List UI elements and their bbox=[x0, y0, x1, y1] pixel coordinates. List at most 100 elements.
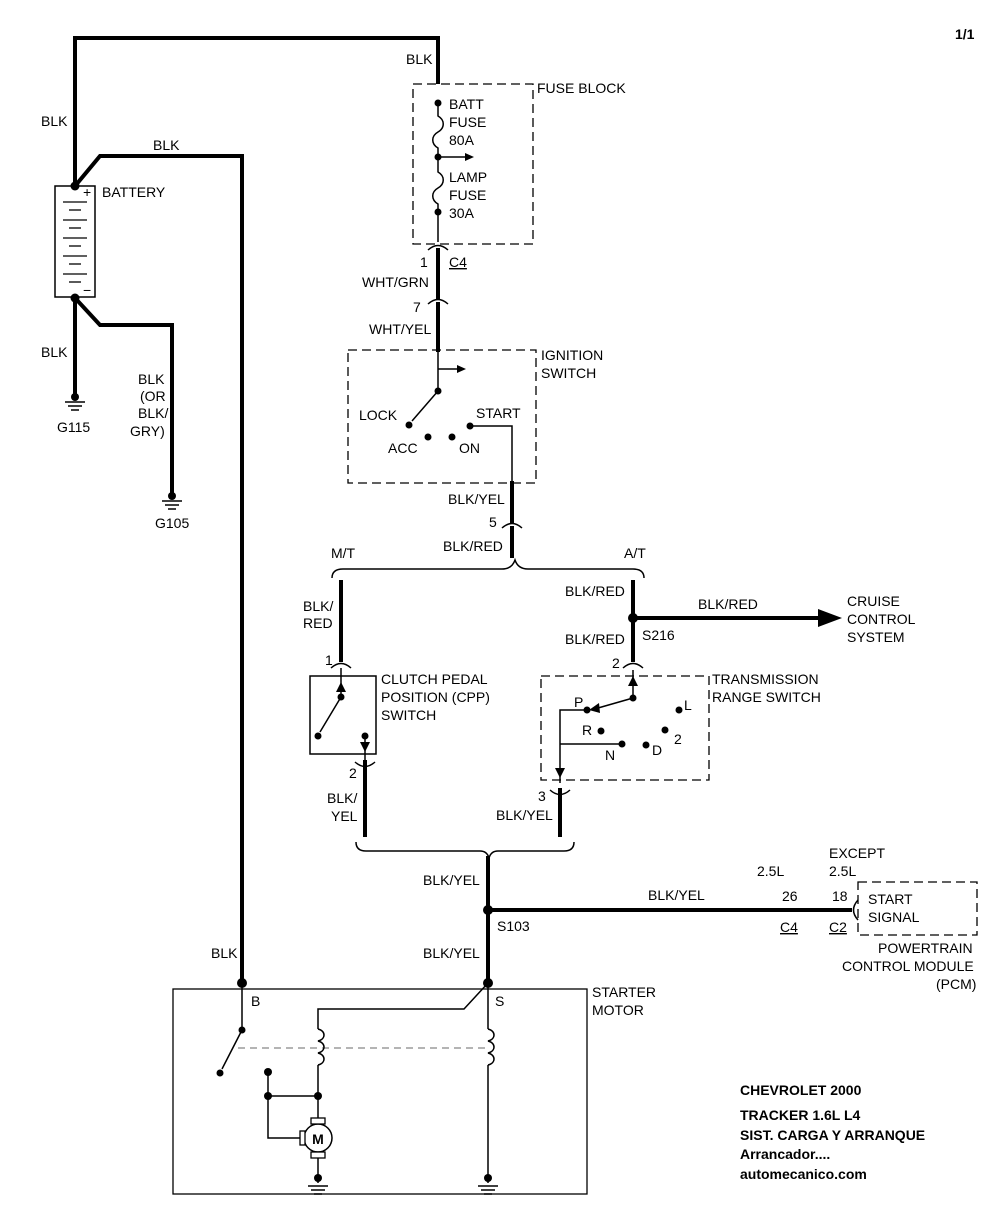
label-blk-red-at: BLK/RED bbox=[565, 583, 625, 599]
title-component: Arrancador.... bbox=[740, 1146, 830, 1162]
label-lamp-fuse-2: FUSE bbox=[449, 187, 486, 203]
label-conn-c2-pcm: C2 bbox=[829, 919, 847, 935]
label-batt-fuse-3: 80A bbox=[449, 132, 475, 148]
label-blk-red-main: BLK/RED bbox=[443, 538, 503, 554]
title-make: CHEVROLET 2000 bbox=[740, 1082, 862, 1098]
wire-battery-to-starter bbox=[72, 154, 244, 985]
label-l: L bbox=[684, 697, 692, 713]
label-start-signal-2: SIGNAL bbox=[868, 909, 920, 925]
label-r: R bbox=[582, 722, 592, 738]
fuse-block: BLK FUSE BLOCK BATT FUSE 80A LAMP FUSE 3… bbox=[406, 51, 626, 245]
connector-7-symbol bbox=[427, 298, 449, 305]
label-cpp-1: CLUTCH PEDAL bbox=[381, 671, 488, 687]
starter-motor-box bbox=[172, 988, 588, 1195]
wire-pull-in bbox=[317, 982, 489, 1029]
pcm-box bbox=[857, 881, 978, 936]
title-model: TRACKER 1.6L L4 bbox=[740, 1107, 861, 1123]
label-n: N bbox=[605, 747, 615, 763]
label-blk-yel-ign: BLK/YEL bbox=[448, 491, 505, 507]
motor-icon: M bbox=[299, 1117, 333, 1159]
label-lamp-fuse-1: LAMP bbox=[449, 169, 487, 185]
label-on: ON bbox=[459, 440, 480, 456]
label-wire-blk-g115: BLK bbox=[41, 344, 68, 360]
label-blk-red-cruise: BLK/RED bbox=[698, 596, 758, 612]
label-pin-26: 26 bbox=[782, 888, 798, 904]
label-start-signal-1: START bbox=[868, 891, 913, 907]
cpp-switch-arm bbox=[319, 696, 342, 733]
label-trs-1: TRANSMISSION bbox=[712, 671, 819, 687]
label-batt-fuse-1: BATT bbox=[449, 96, 484, 112]
label-wire-blk-top: BLK bbox=[406, 51, 433, 67]
label-pin-7: 7 bbox=[413, 299, 421, 315]
label-cpp-wire-2: RED bbox=[303, 615, 333, 631]
ignition-switch: IGNITION SWITCH LOCK START ACC ON bbox=[347, 347, 603, 484]
ignition-switch-arm bbox=[411, 390, 439, 422]
at-branch: BLK/RED BLK/RED CRUISE CONTROL SYSTEM S2… bbox=[565, 580, 916, 671]
label-g105-wire-2: (OR bbox=[140, 388, 166, 404]
pcm: 2.5L EXCEPT 2.5L 26 18 C4 C2 START SIGNA… bbox=[757, 845, 978, 992]
label-wht-grn: WHT/GRN bbox=[362, 274, 429, 290]
connector-5-symbol bbox=[501, 522, 523, 529]
label-cruise-1: CRUISE bbox=[847, 593, 900, 609]
label-blk-starter: BLK bbox=[211, 945, 238, 961]
starter-contact-arm bbox=[221, 1029, 243, 1070]
connector-cpp-1-symbol bbox=[330, 662, 352, 669]
label-trs-out: BLK/YEL bbox=[496, 807, 553, 823]
label-g105: G105 bbox=[155, 515, 189, 531]
label-lamp-fuse-3: 30A bbox=[449, 205, 475, 221]
mt-branch: BLK/ RED 1 CLUTCH PEDAL POSITION (CPP) S… bbox=[303, 580, 490, 837]
pull-in-coil-icon bbox=[317, 1028, 325, 1066]
page-marker: 1/1 bbox=[955, 26, 975, 42]
label-terminal-b: B bbox=[251, 993, 260, 1009]
wire-battery-to-fuse bbox=[73, 36, 440, 188]
starter-motor: B S STARTER MOTOR M bbox=[172, 978, 656, 1195]
label-batt-fuse-2: FUSE bbox=[449, 114, 486, 130]
title-block: CHEVROLET 2000 TRACKER 1.6L L4 SIST. CAR… bbox=[740, 1082, 925, 1182]
battery-minus: − bbox=[83, 282, 91, 298]
label-cruise-2: CONTROL bbox=[847, 611, 916, 627]
connector-trs-2-symbol bbox=[622, 662, 644, 669]
wire-ground-g105 bbox=[72, 295, 174, 496]
label-except-1: EXCEPT bbox=[829, 845, 885, 861]
label-two: 2 bbox=[674, 731, 682, 747]
label-fuse-block: FUSE BLOCK bbox=[537, 80, 626, 96]
label-pcm-1: POWERTRAIN bbox=[878, 940, 973, 956]
label-conn-c4-pcm: C4 bbox=[780, 919, 798, 935]
ground-starter-solenoid-icon bbox=[478, 1185, 498, 1195]
batt-fuse-symbol bbox=[432, 103, 444, 157]
label-mt: M/T bbox=[331, 545, 356, 561]
ground-g105-icon bbox=[162, 492, 182, 510]
option-bracket-top bbox=[331, 557, 645, 579]
ignition-start-contact bbox=[470, 425, 513, 483]
label-pin-18: 18 bbox=[832, 888, 848, 904]
label-s216: S216 bbox=[642, 627, 675, 643]
lamp-fuse-symbol bbox=[432, 157, 444, 212]
label-at: A/T bbox=[624, 545, 646, 561]
label-blk-yel-starter: BLK/YEL bbox=[423, 945, 480, 961]
label-cpp-2: POSITION (CPP) bbox=[381, 689, 490, 705]
label-pcm-2: CONTROL MODULE bbox=[842, 958, 974, 974]
label-except-2: 2.5L bbox=[829, 863, 856, 879]
label-wire-blk-left: BLK bbox=[41, 113, 68, 129]
label-cpp-pin-2: 2 bbox=[349, 765, 357, 781]
label-cpp-wire-1: BLK/ bbox=[303, 598, 333, 614]
label-ign-1: IGNITION bbox=[541, 347, 603, 363]
battery-section: + − BLK BLK BATTERY BLK G115 BLK (OR BLK… bbox=[41, 36, 440, 985]
transmission-range-switch: TRANSMISSION RANGE SWITCH P R N D L 2 bbox=[540, 670, 821, 783]
cruise-arrow-icon bbox=[818, 609, 842, 627]
label-g115: G115 bbox=[57, 419, 90, 435]
label-trs-pin-3: 3 bbox=[538, 788, 546, 804]
label-wire-blk-mid: BLK bbox=[153, 137, 180, 153]
label-p: P bbox=[574, 694, 583, 710]
connector-c4-symbol bbox=[427, 244, 449, 251]
ground-g115-icon bbox=[65, 393, 85, 411]
label-cpp-pin-1: 1 bbox=[325, 652, 333, 668]
label-blk-red-trs: BLK/RED bbox=[565, 631, 625, 647]
label-starter-2: MOTOR bbox=[592, 1002, 644, 1018]
motor-label: M bbox=[312, 1131, 324, 1147]
battery-plus: + bbox=[83, 184, 91, 200]
fuse-block-box bbox=[412, 83, 534, 245]
label-cruise-3: SYSTEM bbox=[847, 629, 905, 645]
option-bracket-bottom bbox=[355, 841, 575, 861]
label-g105-wire-4: GRY) bbox=[130, 423, 165, 439]
